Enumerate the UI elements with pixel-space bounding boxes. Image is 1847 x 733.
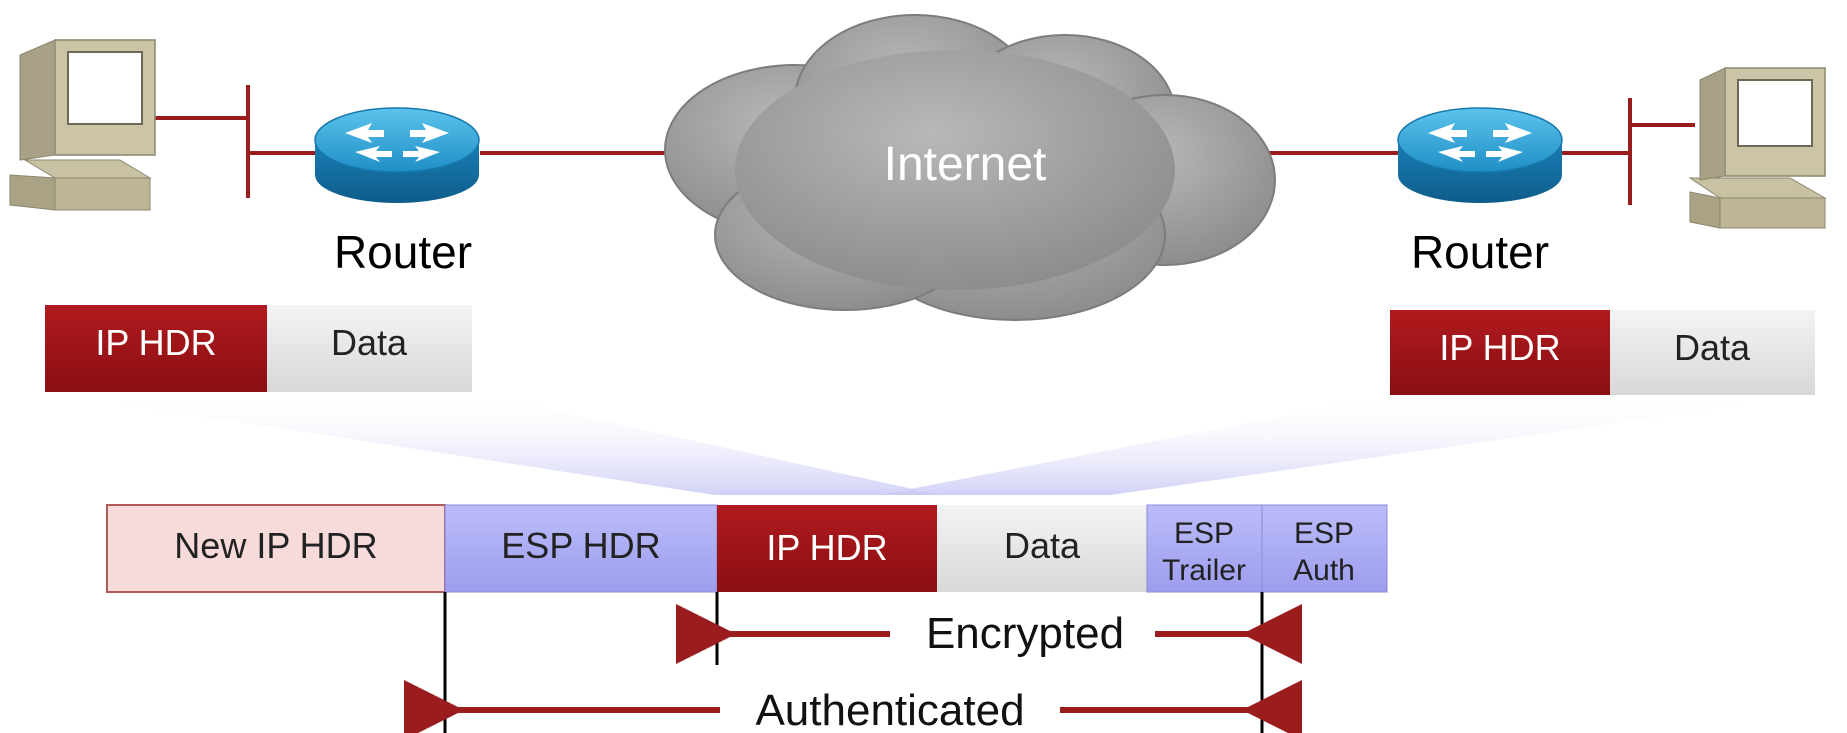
left-router-label: Router bbox=[334, 226, 472, 278]
new-ip-hdr-label: New IP HDR bbox=[174, 525, 377, 566]
right-original-packet: IP HDR Data bbox=[1390, 310, 1815, 395]
right-ip-hdr-label: IP HDR bbox=[1439, 327, 1560, 368]
authenticated-label: Authenticated bbox=[755, 686, 1024, 733]
authenticated-span: Authenticated bbox=[404, 680, 1302, 733]
left-ip-hdr-cell bbox=[45, 305, 267, 392]
inner-ip-hdr-label: IP HDR bbox=[766, 527, 887, 568]
inner-ip-hdr-cell bbox=[717, 505, 937, 592]
left-data-label: Data bbox=[331, 322, 408, 363]
network-links bbox=[155, 85, 1695, 205]
left-computer-icon bbox=[9, 39, 156, 211]
encrypted-span: Encrypted bbox=[676, 604, 1302, 664]
right-data-cell bbox=[1610, 310, 1815, 395]
esp-packet: New IP HDR ESP HDR IP HDR Data ESP Trail… bbox=[106, 504, 1388, 593]
esp-trailer-label-line1: ESP bbox=[1174, 517, 1234, 550]
inner-data-cell bbox=[937, 505, 1147, 592]
left-router-icon bbox=[314, 107, 480, 203]
left-data-cell bbox=[267, 305, 472, 392]
left-expansion-fan bbox=[45, 392, 940, 495]
esp-auth-label-line1: ESP bbox=[1294, 517, 1354, 550]
right-expansion-fan bbox=[880, 395, 1815, 495]
internet-cloud-icon bbox=[664, 14, 1276, 321]
cloud-label: Internet bbox=[884, 138, 1047, 191]
right-data-label: Data bbox=[1674, 327, 1751, 368]
right-computer-icon bbox=[1688, 67, 1827, 229]
right-router-icon bbox=[1397, 107, 1563, 203]
right-ip-hdr-cell bbox=[1390, 310, 1610, 395]
esp-auth-label-line2: Auth bbox=[1293, 554, 1355, 587]
right-router-label: Router bbox=[1411, 226, 1549, 278]
left-original-packet: IP HDR Data bbox=[45, 305, 472, 392]
esp-trailer-label-line2: Trailer bbox=[1162, 554, 1246, 587]
left-ip-hdr-label: IP HDR bbox=[95, 322, 216, 363]
encrypted-label: Encrypted bbox=[926, 609, 1124, 658]
esp-hdr-label: ESP HDR bbox=[501, 525, 660, 566]
inner-data-label: Data bbox=[1004, 525, 1081, 566]
esp-trailer-cell bbox=[1146, 504, 1263, 593]
new-ip-hdr-cell bbox=[106, 504, 446, 593]
esp-auth-cell bbox=[1261, 504, 1388, 593]
